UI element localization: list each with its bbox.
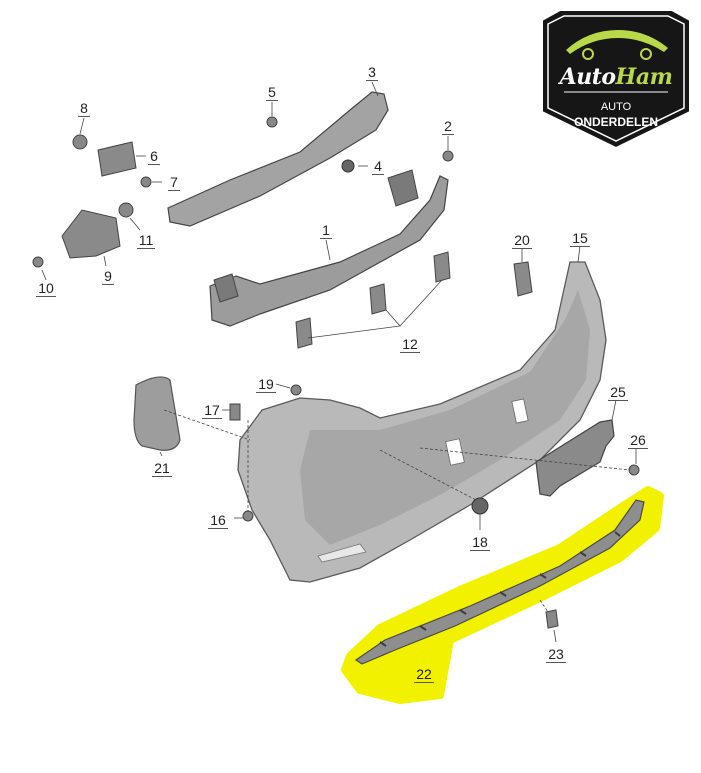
part-5-bolt[interactable] [266, 116, 278, 128]
label-part-16: 16 [208, 512, 228, 529]
bumper-cutout-right [511, 398, 529, 424]
logo-subtitle-onderdelen: ONDERDELEN [573, 115, 658, 129]
part-16-screw[interactable] [242, 510, 254, 522]
label-part-6: 6 [148, 148, 160, 165]
label-part-22: 22 [414, 666, 434, 683]
part-9-bracket[interactable] [61, 209, 121, 259]
part-8-fastener[interactable] [72, 134, 88, 150]
label-part-20: 20 [512, 232, 532, 249]
leader-lines [41, 81, 637, 643]
part-1-bracket-right [387, 169, 419, 207]
label-part-18: 18 [470, 534, 490, 551]
part-12-clip-a[interactable] [295, 317, 313, 349]
label-part-2: 2 [442, 118, 454, 135]
label-part-15: 15 [570, 230, 590, 247]
part-1-bracket-left [213, 273, 239, 303]
bumper-reflector-slot [317, 543, 367, 563]
label-part-7: 7 [168, 174, 180, 191]
logo-subtitle-auto: AUTO [600, 101, 632, 113]
part-12-clip-b[interactable] [369, 283, 387, 315]
part-22-diffuser[interactable] [354, 499, 645, 665]
part-20-clip[interactable] [513, 261, 533, 297]
label-part-23: 23 [546, 646, 566, 663]
part-10-screw[interactable] [32, 256, 44, 268]
label-part-3: 3 [366, 64, 378, 81]
label-part-1: 1 [320, 222, 332, 239]
logo-brand-name: AutoHam [559, 64, 673, 90]
label-part-4: 4 [372, 158, 384, 175]
part-1-impact-bar[interactable] [209, 175, 449, 327]
part-19-screw[interactable] [290, 384, 302, 396]
part-2-bolt[interactable] [442, 150, 454, 162]
label-part-26: 26 [628, 432, 648, 449]
label-part-25: 25 [608, 384, 628, 401]
label-part-9: 9 [102, 268, 114, 285]
part-26-screw[interactable] [628, 464, 640, 476]
label-part-8: 8 [78, 100, 90, 117]
label-part-5: 5 [266, 84, 278, 101]
label-part-19: 19 [256, 376, 276, 393]
label-part-10: 10 [36, 280, 56, 297]
label-part-17: 17 [202, 402, 222, 419]
part-3-absorber[interactable] [167, 91, 389, 227]
part-21-cap[interactable] [133, 376, 181, 451]
part-11-fastener[interactable] [118, 202, 134, 218]
logo-badge-shape [541, 9, 691, 150]
part-23-clip[interactable] [545, 609, 559, 629]
part-17-clip[interactable] [229, 403, 241, 421]
bumper-cover-shade [300, 290, 590, 545]
part-18-grommet[interactable] [471, 497, 489, 515]
part-12-clip-c[interactable] [433, 251, 451, 283]
label-part-21: 21 [152, 460, 172, 477]
part-6-bracket[interactable] [97, 141, 137, 177]
part-4-nut[interactable] [341, 159, 355, 173]
label-part-12: 12 [400, 336, 420, 353]
part-7-screw[interactable] [140, 176, 152, 188]
part-25-bracket[interactable] [535, 419, 615, 497]
autoham-logo: AutoHam AUTO ONDERDELEN [538, 8, 694, 150]
label-part-11: 11 [136, 232, 156, 249]
car-silhouette-icon [566, 30, 668, 54]
part-22-ribs [379, 531, 621, 647]
